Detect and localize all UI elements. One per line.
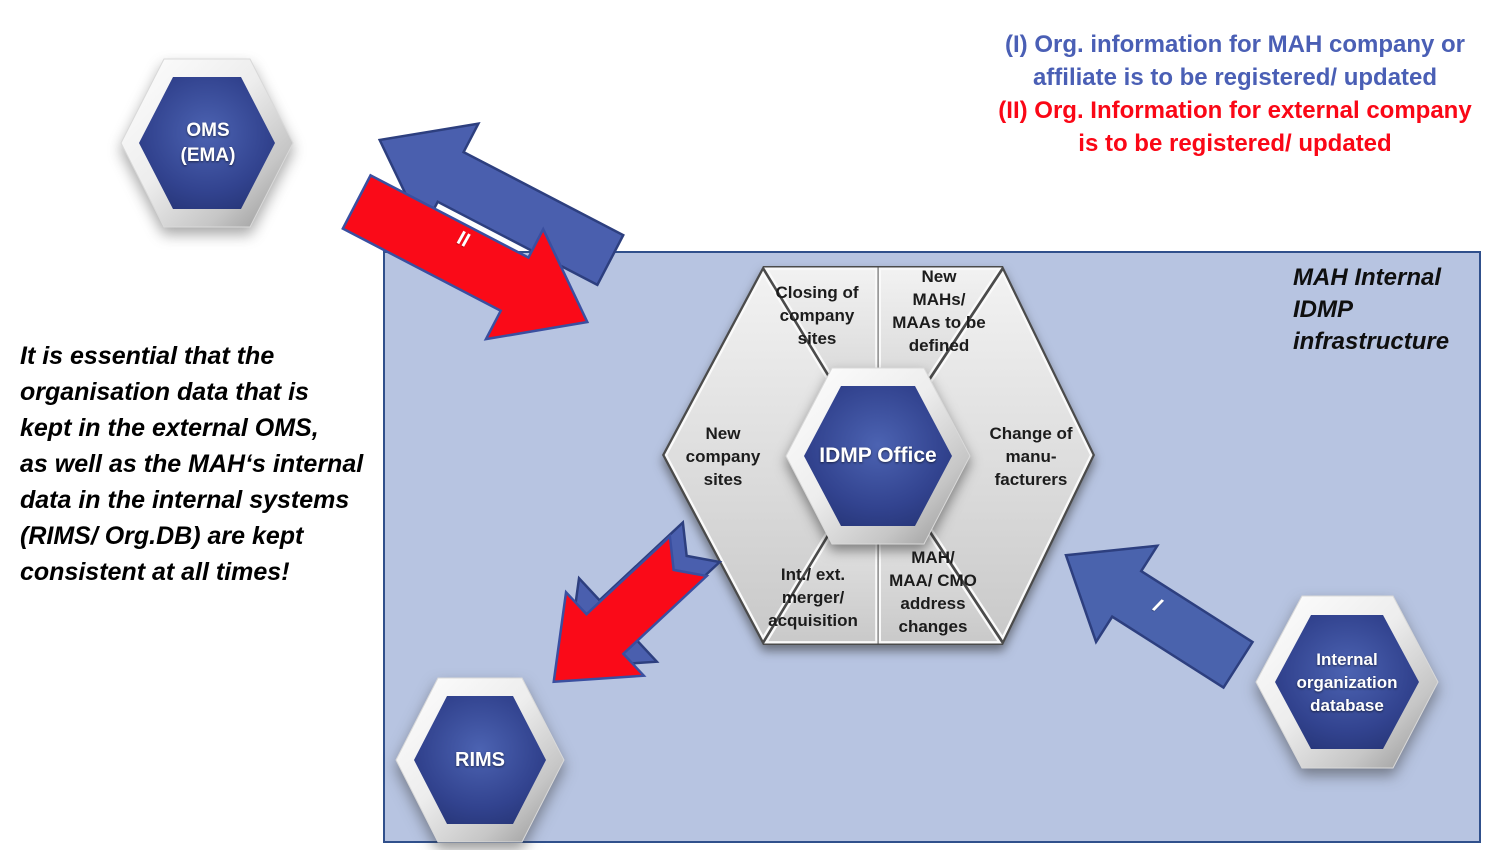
segment-label-new-company: New company sites bbox=[685, 424, 761, 489]
mah-box-label: MAH Internal IDMP infrastructure bbox=[1293, 264, 1450, 355]
segment-label-new-mahs: New MAHs/ MAAs to be defined bbox=[892, 267, 986, 355]
oms-label: OMS (EMA) bbox=[180, 120, 236, 166]
segment-label-closing-sites: Closing of company sites bbox=[775, 283, 859, 348]
idmp-office-label: IDMP Office bbox=[819, 444, 937, 467]
legend-line-4: is to be registered/ updated bbox=[1078, 130, 1392, 157]
rims-label: RIMS bbox=[455, 749, 505, 771]
legend-line-1: (I) Org. information for MAH company or bbox=[1005, 31, 1465, 58]
essential-note: It is essential that the organisation da… bbox=[20, 342, 364, 586]
internal-db-label: Internal organization database bbox=[1296, 650, 1398, 715]
segment-label-merger: Int./ ext. merger/ acquisition bbox=[768, 565, 858, 630]
arrow-label-ii: II bbox=[453, 227, 474, 252]
legend: (I) Org. information for MAH company or … bbox=[955, 28, 1500, 160]
segment-label-address-changes: MAH/ MAA/ CMO address changes bbox=[889, 548, 977, 636]
segment-label-change-manufacturers: Change of manu- facturers bbox=[989, 424, 1073, 489]
legend-line-3: (II) Org. Information for external compa… bbox=[998, 97, 1472, 124]
legend-line-2: affiliate is to be registered/ updated bbox=[1032, 64, 1438, 91]
